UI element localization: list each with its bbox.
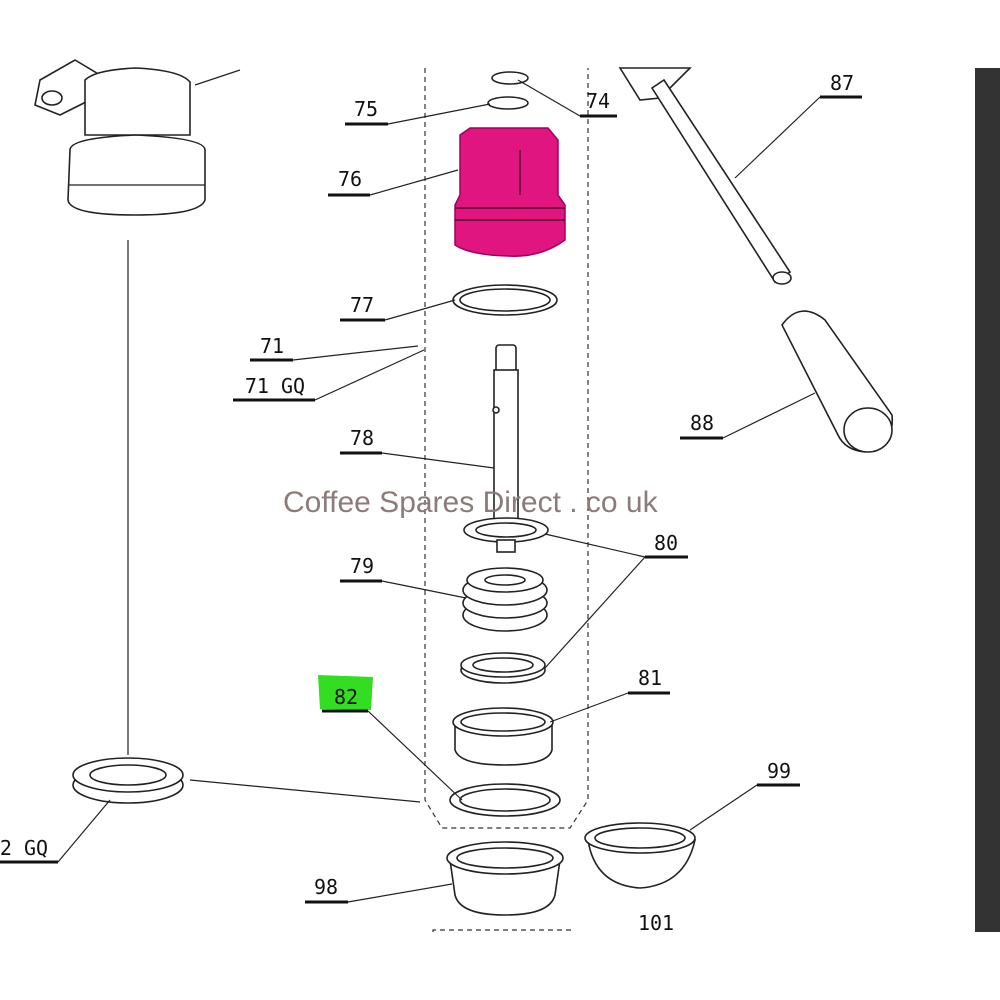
label-82-highlight <box>318 675 373 710</box>
label-underlines <box>0 95 862 904</box>
label-82: 82 <box>334 685 358 709</box>
part-78-valve-stem <box>463 344 549 553</box>
side-bar <box>975 68 1000 932</box>
part-75-ring <box>487 96 529 110</box>
leader-lines <box>57 79 821 903</box>
label-88: 88 <box>690 411 714 435</box>
label-80: 80 <box>654 531 678 555</box>
label-71: 71 <box>260 334 284 358</box>
label-81: 81 <box>638 666 662 690</box>
label-101: 101 <box>638 911 674 935</box>
label-77: 77 <box>350 293 374 317</box>
gasket-2gq <box>72 757 184 804</box>
label-71-gq: 71 GQ <box>245 374 305 398</box>
watermark: Coffee Spares Direct . co uk <box>283 486 659 519</box>
group-head-part <box>34 59 241 755</box>
part-98-filter-basket <box>446 841 564 916</box>
part-99-filter-basket <box>584 822 696 889</box>
part-87-steam-wand <box>618 67 792 285</box>
label-74: 74 <box>586 89 610 113</box>
label-87: 87 <box>830 71 854 95</box>
part-76-highlighted <box>454 127 566 257</box>
label-2-gq: 2 GQ <box>0 836 48 860</box>
assembly-outline-lower <box>432 929 573 932</box>
part-88-handle <box>781 310 894 453</box>
part-79-spring-seal <box>462 567 548 632</box>
label-76: 76 <box>338 167 362 191</box>
part-77-oring <box>452 284 558 316</box>
label-78: 78 <box>350 426 374 450</box>
part-81-cup <box>452 707 554 766</box>
assembly-outline <box>424 68 589 829</box>
label-98: 98 <box>314 875 338 899</box>
label-75: 75 <box>354 97 378 121</box>
blank-margin <box>0 934 1000 1000</box>
label-99: 99 <box>767 759 791 783</box>
label-79: 79 <box>350 554 374 578</box>
part-80-seal <box>460 652 546 684</box>
part-82-oring <box>449 783 561 817</box>
